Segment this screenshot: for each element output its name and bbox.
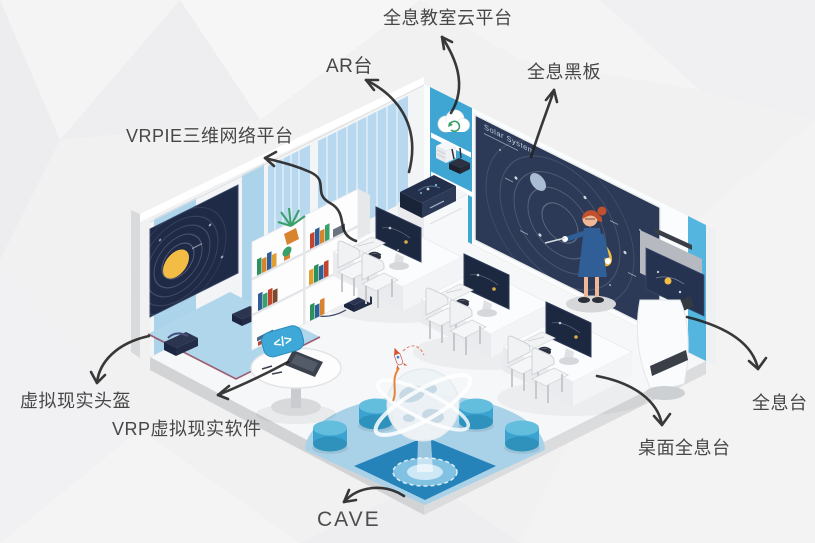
callout-arrows <box>89 35 768 504</box>
label-holo-blackboard: 全息黑板 <box>527 62 601 82</box>
server-icon <box>436 141 456 163</box>
code-badge-text: </> <box>272 331 295 351</box>
arrow-desktop-holo-station <box>595 374 672 427</box>
potted-plant-icon <box>277 207 306 245</box>
student-desks <box>331 206 634 406</box>
teacher-figure <box>544 206 616 313</box>
globe-hologram <box>373 368 473 442</box>
router-icon <box>449 147 470 174</box>
code-badge-icon: </> <box>261 325 305 358</box>
vrpie-wall-screen <box>129 184 239 318</box>
rocket-icon <box>392 345 425 402</box>
chair <box>424 287 464 343</box>
cave-area <box>305 345 545 505</box>
label-ar-station: AR台 <box>326 56 373 77</box>
label-vrp-software: VRP虚拟现实软件 <box>112 419 262 439</box>
desktop-monitor <box>545 301 592 365</box>
label-vr-helmet: 虚拟现实头盔 <box>20 391 131 411</box>
arrow-holo-blackboard <box>529 88 559 159</box>
holo-station-podium <box>636 228 705 400</box>
arrow-cave <box>342 486 406 504</box>
vr-headset-icon <box>164 332 198 356</box>
keyboard <box>439 283 474 301</box>
keyboard <box>351 236 386 254</box>
shelf-plant-icon <box>282 246 292 262</box>
arrow-holo-cloud-platform <box>440 35 461 115</box>
label-holo-cloud-platform: 全息教室云平台 <box>383 8 513 28</box>
chair <box>530 347 570 403</box>
label-holo-station: 全息台 <box>752 393 808 413</box>
arrow-vr-helmet <box>89 334 151 385</box>
arrow-vrpie-platform <box>263 150 358 243</box>
chair <box>360 252 400 308</box>
arrow-vrp-software <box>216 360 290 401</box>
arrow-holo-station <box>685 315 768 371</box>
stool <box>358 398 394 432</box>
desktop-monitor <box>463 253 510 317</box>
desktop-monitor <box>375 206 422 270</box>
stool <box>312 420 348 454</box>
stool <box>504 420 540 454</box>
ar-projector-box <box>400 175 456 218</box>
label-cave: CAVE <box>317 508 381 531</box>
chair <box>506 335 546 391</box>
label-vrpie-platform: VRPIE三维网络平台 <box>126 126 294 146</box>
vrp-software-table: </> <box>250 325 342 424</box>
planet-icon <box>530 173 546 191</box>
hair-bun <box>597 206 607 216</box>
keyboard <box>521 331 556 349</box>
label-desktop-holo-station: 桌面全息台 <box>638 438 731 458</box>
cloud-sync-icon <box>437 109 470 133</box>
arrow-ar-station <box>364 78 414 174</box>
sun-icon <box>163 249 189 279</box>
chair <box>448 299 488 355</box>
student-desk <box>331 206 464 311</box>
right-wall: Solar System <box>424 83 716 366</box>
